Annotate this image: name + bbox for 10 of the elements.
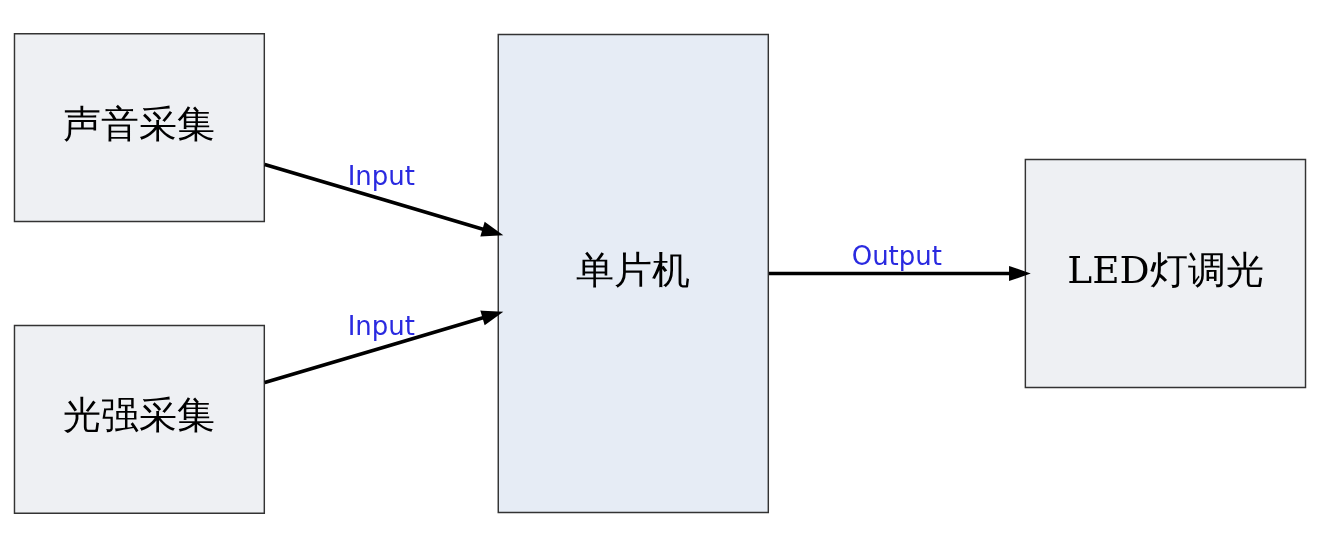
arrow (264, 162, 504, 237)
arrow (264, 310, 504, 385)
edge-label: Output (851, 241, 942, 272)
node-box: 单片机 (497, 33, 770, 514)
edge-label: Input (347, 310, 415, 341)
arrow (768, 265, 1031, 282)
node-box: 光强采集 (13, 324, 266, 514)
edge-label: Input (347, 160, 415, 191)
node-box: LED灯调光 (1024, 158, 1307, 389)
node-box: 声音采集 (13, 33, 266, 223)
